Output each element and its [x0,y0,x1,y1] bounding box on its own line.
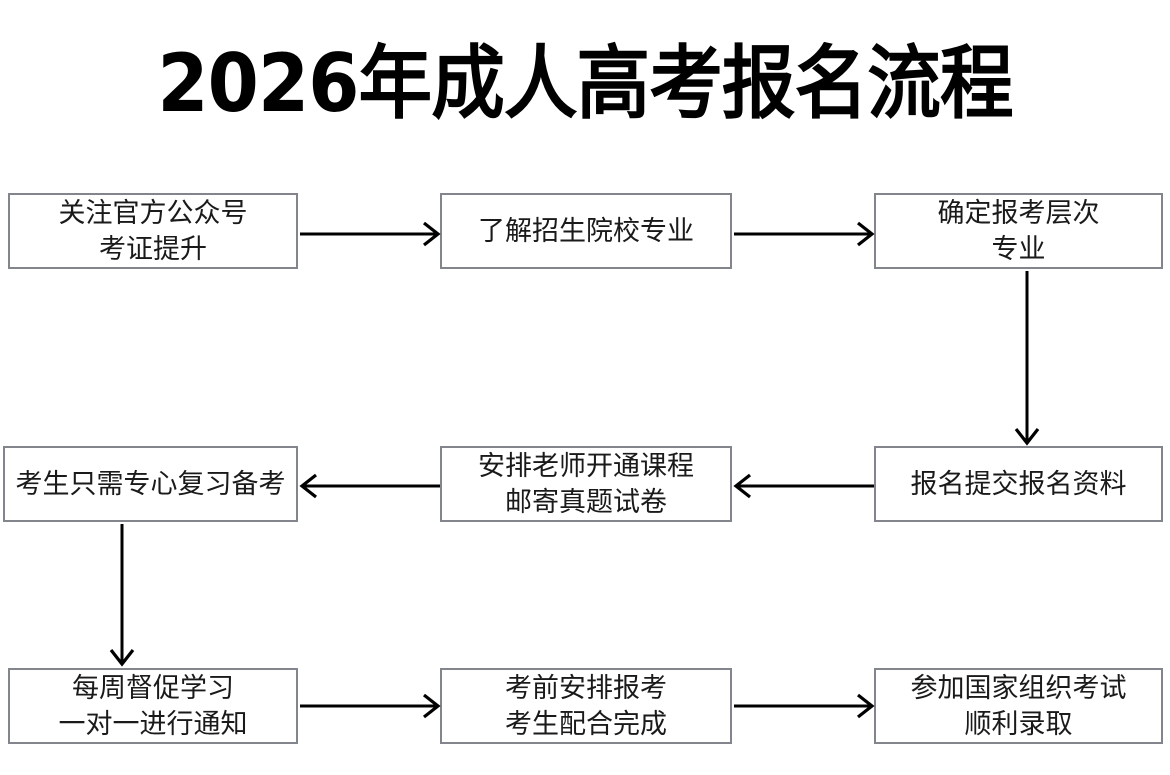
flow-node-line: 报名提交报名资料 [910,469,1127,499]
arrow-node4-to-node7 [109,524,135,667]
flow-node-line: 一对一进行通知 [58,709,248,739]
flow-node-line: 考证提升 [99,234,207,264]
flow-node-pre-exam-arrangement[interactable]: 考前安排报考 考生配合完成 [440,668,732,744]
flow-node-line: 确定报考层次 [937,198,1100,228]
arrow-node5-to-node4 [299,473,440,499]
flow-node-confirm-level-major[interactable]: 确定报考层次 专业 [874,193,1163,269]
flow-node-teacher-opens-course[interactable]: 安排老师开通课程 邮寄真题试卷 [440,446,732,522]
flow-node-line: 安排老师开通课程 [478,451,694,481]
flow-node-focus-on-review[interactable]: 考生只需专心复习备考 [3,446,298,522]
flow-node-weekly-supervision[interactable]: 每周督促学习 一对一进行通知 [8,668,298,744]
flow-node-follow-official-account[interactable]: 关注官方公众号 考证提升 [8,193,298,269]
flow-node-line: 考生只需专心复习备考 [15,469,286,499]
flow-node-line: 考前安排报考 [505,673,667,703]
flow-node-line: 邮寄真题试卷 [505,487,667,517]
flow-node-line: 了解招生院校专业 [478,216,694,246]
arrow-node2-to-node3 [734,221,875,247]
flow-node-submit-application[interactable]: 报名提交报名资料 [874,446,1163,522]
flow-node-line: 参加国家组织考试 [910,673,1127,703]
flow-node-line: 顺利录取 [964,709,1073,739]
flow-node-line: 考生配合完成 [505,709,667,739]
arrow-node1-to-node2 [300,221,441,247]
arrow-node8-to-node9 [734,693,875,719]
flow-node-line: 每周督促学习 [72,673,234,703]
arrow-node3-to-node6 [1014,271,1040,446]
flow-node-line: 专业 [991,234,1046,264]
arrow-node6-to-node5 [733,473,874,499]
flow-node-learn-schools-majors[interactable]: 了解招生院校专业 [440,193,732,269]
flow-node-take-national-exam[interactable]: 参加国家组织考试 顺利录取 [874,668,1163,744]
flow-node-line: 关注官方公众号 [58,198,248,228]
page-title: 2026年成人高考报名流程 [157,37,1013,130]
arrow-node7-to-node8 [300,693,441,719]
